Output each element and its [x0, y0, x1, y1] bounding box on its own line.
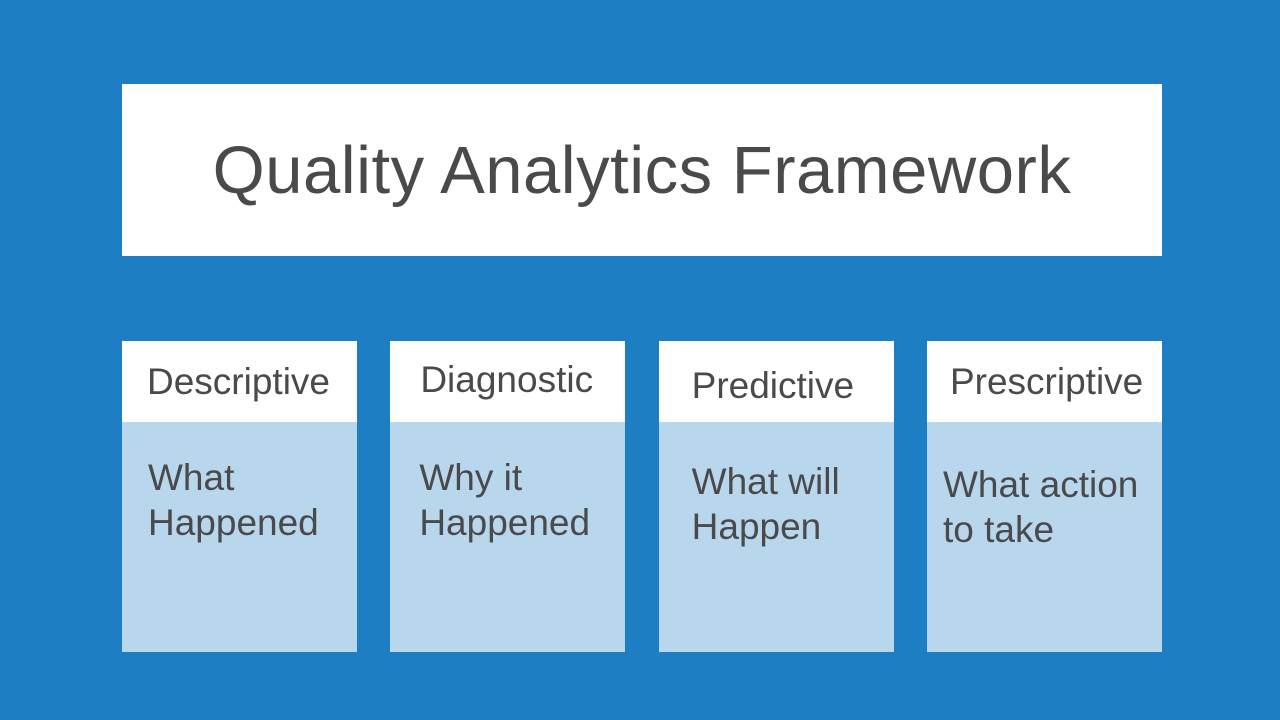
- card-body-predictive: What will Happen: [658, 422, 894, 652]
- card-header-predictive: Predictive: [658, 341, 894, 422]
- card-header-descriptive: Descriptive: [122, 341, 357, 422]
- card-descriptive: Descriptive What Happened: [122, 341, 357, 652]
- card-body-descriptive: What Happened: [122, 422, 357, 652]
- cards-row: Descriptive What Happened Diagnostic Why…: [122, 341, 1162, 652]
- card-header-diagnostic: Diagnostic: [390, 341, 626, 422]
- slide-title: Quality Analytics Framework: [212, 132, 1072, 208]
- card-prescriptive: Prescriptive What action to take: [926, 341, 1162, 652]
- card-diagnostic: Diagnostic Why it Happened: [390, 341, 626, 652]
- card-body-prescriptive: What action to take: [926, 422, 1162, 652]
- card-predictive: Predictive What will Happen: [658, 341, 894, 652]
- card-header-prescriptive: Prescriptive: [926, 341, 1162, 422]
- card-body-diagnostic: Why it Happened: [390, 422, 626, 652]
- title-box: Quality Analytics Framework: [122, 84, 1162, 256]
